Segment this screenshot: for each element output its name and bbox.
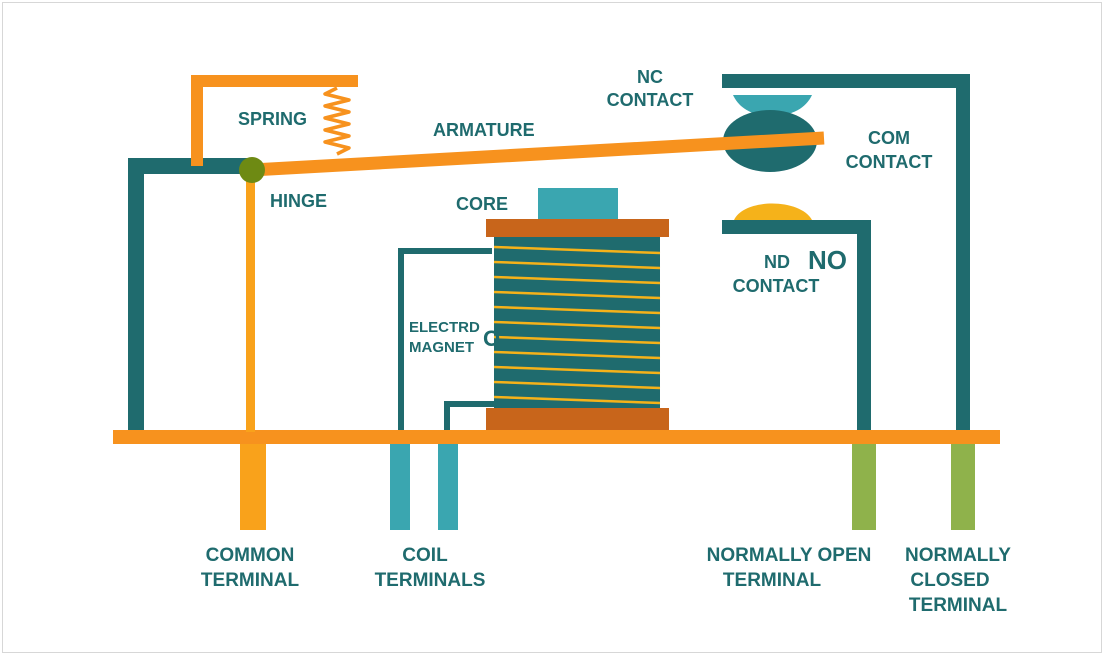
no-contact-label-2: CONTACT [733, 276, 820, 296]
no-contact-label-no: NO [808, 245, 847, 275]
nc-terminal-label-1: NORMALLY [905, 545, 1011, 566]
common-terminal-label-2: TERMINAL [201, 570, 300, 591]
com-contact-label-2: CONTACT [846, 152, 933, 172]
spring-bracket [191, 75, 358, 166]
common-terminal-pin [240, 444, 266, 530]
hinge-post [246, 168, 255, 432]
hinge-pivot [239, 157, 265, 183]
coil-lead-2 [444, 401, 494, 430]
coil-windings [493, 245, 661, 405]
base-plate [113, 430, 1000, 444]
nc-terminal-label-2: CLOSED [910, 570, 989, 591]
electromagnet-label-2: MAGNET [409, 339, 474, 356]
armature [251, 131, 825, 177]
nc-frame [722, 74, 970, 430]
spring [323, 86, 351, 156]
electromagnet-label-1: ELECTRD [409, 319, 480, 336]
no-terminal-label-2: TERMINAL [723, 570, 822, 591]
hinge-label: HINGE [270, 191, 327, 211]
nc-terminal-label-3: TERMINAL [909, 595, 1008, 616]
no-contact [734, 203, 812, 220]
coil-lead-1 [398, 248, 492, 430]
core-label: CORE [456, 194, 508, 214]
electromagnet-label-glyph: O [483, 326, 500, 351]
left-frame [128, 158, 252, 430]
common-terminal-label-1: COMMON [206, 545, 295, 566]
no-terminal-pin [852, 444, 876, 530]
coil-terminals-label-2: TERMINALS [375, 570, 486, 591]
spring-label: SPRING [238, 109, 307, 129]
com-contact-label-1: COM [868, 128, 910, 148]
armature-label: ARMATURE [433, 120, 535, 140]
coil-terminal-pin-2 [438, 444, 458, 530]
no-frame [722, 220, 871, 430]
nc-contact [733, 95, 812, 116]
bobbin-bottom [486, 408, 669, 430]
nc-contact-label-2: CONTACT [607, 90, 694, 110]
coil-terminal-pin-1 [390, 444, 410, 530]
coil-terminals-label-1: COIL [402, 545, 448, 566]
core-cap [538, 188, 618, 220]
nc-contact-label-1: NC [637, 67, 663, 87]
bobbin-top [486, 219, 669, 237]
nc-terminal-pin [951, 444, 975, 530]
no-terminal-label-1: NORMALLY OPEN [707, 545, 872, 566]
no-contact-label-nd: ND [764, 252, 790, 272]
